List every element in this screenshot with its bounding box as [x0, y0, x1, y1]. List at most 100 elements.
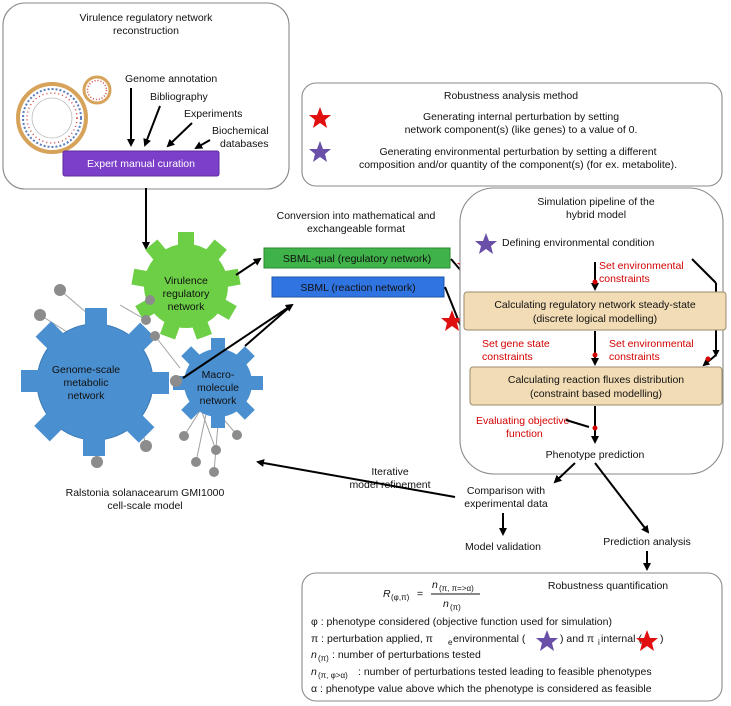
macro-label-1: Macro-: [202, 369, 235, 381]
line-pi: π : perturbation applied, π e environmen…: [311, 630, 664, 651]
comparison-1: Comparison with: [467, 485, 545, 497]
line-pi-c: ) and π: [560, 633, 594, 645]
model-caption-1: Ralstonia solanacearum GMI1000: [66, 487, 225, 499]
set-env-top-2: constraints: [599, 273, 650, 285]
robustness-formula: R (φ,π) = n (π, π=>α) n (π): [383, 579, 480, 612]
genome-scale-label-2: metabolic: [64, 377, 109, 389]
flux-step-2: (constraint based modelling): [530, 388, 662, 400]
macro-label-2: molecule: [197, 382, 239, 394]
pipeline-title-2: hybrid model: [566, 209, 626, 221]
comparison-2: experimental data: [464, 498, 548, 510]
genome-scale-label-3: network: [68, 390, 106, 402]
phenotype-prediction-label: Phenotype prediction: [546, 449, 645, 461]
formula-num: n: [432, 579, 438, 591]
reconstruction-title-2: reconstruction: [113, 25, 179, 37]
purple-star-icon-formula: [536, 630, 558, 651]
flux-step-1: Calculating reaction fluxes distribution: [508, 374, 684, 386]
reconstruction-title-1: Virulence regulatory network: [80, 12, 214, 24]
line-n-feas-sym: n: [311, 666, 317, 678]
formula-num-sub: (π, π=>α): [439, 584, 474, 593]
formula-lhs-sub: (φ,π): [391, 593, 410, 602]
line-pi-e-sub: e: [448, 638, 453, 647]
purple-star-icon: [309, 141, 331, 162]
defining-env-label: Defining environmental condition: [502, 237, 655, 249]
internal-perturbation-2: network component(s) (like genes) to a v…: [405, 124, 638, 136]
formula-lhs: R: [383, 588, 391, 600]
pipeline-panel: [459, 187, 724, 475]
line-n-pi-text: : number of perturbations tested: [332, 649, 481, 661]
set-env-mid-2: constraints: [609, 351, 660, 363]
network-node-balls: [34, 284, 242, 477]
arrow-bibliography: [143, 105, 161, 147]
curation-box: [62, 150, 220, 177]
quantification-title: Robustness quantification: [548, 580, 668, 592]
arrow-eval: [565, 419, 590, 428]
pipeline-title-1: Simulation pipeline of the: [537, 196, 654, 208]
genome-circle-icon: [16, 82, 88, 154]
line-n-feasible: n (π, φ>α) : number of perturbations tes…: [311, 666, 652, 680]
curation-label: Expert manual curation: [87, 158, 195, 170]
env-perturbation-2: composition and/or quantity of the compo…: [359, 159, 677, 171]
arrow-experiments: [166, 122, 193, 148]
regulatory-step-2: (discrete logical modelling): [533, 313, 657, 325]
robustness-method-title: Robustness analysis method: [444, 90, 578, 102]
set-env-top-1: Set environmental: [599, 260, 684, 272]
eval-objective-1: Evaluating objective: [476, 415, 570, 427]
purple-star-icon-pipeline: [475, 233, 497, 254]
sbml-box: [271, 276, 445, 298]
set-gene-1: Set gene state: [482, 338, 550, 350]
arrow-biochemical: [194, 139, 211, 149]
arrow-genome-to-sbml: [244, 304, 293, 347]
bibliography-label: Bibliography: [150, 91, 209, 103]
robustness-method-panel: [301, 82, 723, 187]
internal-perturbation-1: Generating internal perturbation by sett…: [423, 111, 619, 123]
env-perturbation-1: Generating environmental perturbation by…: [379, 146, 656, 158]
arrow-virulence-to-sbmlqual: [235, 257, 262, 276]
prediction-analysis-label: Prediction analysis: [603, 536, 691, 548]
experiments-label: Experiments: [184, 108, 242, 120]
line-phi: φ : phenotype considered (objective func…: [311, 616, 612, 628]
sbml-qual-box: [263, 247, 451, 269]
line-n-feas-sub: (π, φ>α): [318, 671, 348, 680]
line-pi-d: internal (: [601, 633, 642, 645]
model-validation-label: Model validation: [465, 541, 541, 553]
iterative-1: Iterative: [371, 466, 409, 478]
arrow-phenotype-to-comparison: [553, 462, 576, 484]
line-pi-b: environmental (: [453, 633, 526, 645]
eval-objective-2: function: [506, 428, 543, 440]
sbml-qual-label: SBML-qual (regulatory network): [283, 253, 431, 265]
biochemical-label-2: databases: [220, 138, 268, 150]
virulence-label-2: regulatory: [163, 288, 210, 300]
virulence-label-1: Virulence: [164, 275, 208, 287]
line-pi-a: π : perturbation applied, π: [311, 633, 433, 645]
line-n-pi-sub: (π): [318, 654, 329, 663]
flux-step-box: [469, 366, 723, 406]
arrow-iterative-refinement: [256, 459, 456, 498]
line-alpha: α : phenotype value above which the phen…: [311, 683, 652, 695]
plasmid-circle-icon: [82, 75, 112, 105]
genome-scale-label-1: Genome-scale: [52, 364, 120, 376]
biochemical-label-1: Biochemical: [212, 125, 269, 137]
conversion-title-1: Conversion into mathematical and: [277, 210, 436, 222]
set-env-mid-1: Set environmental: [609, 338, 694, 350]
red-star-icon-reaction: [441, 310, 463, 331]
formula-den: n: [443, 598, 449, 610]
macro-label-3: network: [200, 395, 238, 407]
model-caption-2: cell-scale model: [107, 500, 182, 512]
arrow-phenotype-to-prediction: [594, 462, 650, 534]
conversion-title-2: exchangeable format: [307, 223, 405, 235]
line-pi-i-sub: i: [598, 638, 600, 647]
genome-annotation-label: Genome annotation: [125, 73, 217, 85]
line-n-pi-sym: n: [311, 649, 317, 661]
red-star-icon-formula: [636, 630, 658, 651]
line-n-pi: n (π) : number of perturbations tested: [311, 649, 481, 663]
red-star-icon: [309, 107, 331, 128]
regulatory-step-1: Calculating regulatory network steady-st…: [494, 299, 696, 311]
virulence-label-3: network: [168, 301, 206, 313]
arrow-macro-to-sbml: [182, 303, 294, 379]
sbml-label: SBML (reaction network): [300, 282, 415, 294]
regulatory-step-box: [463, 291, 727, 331]
formula-den-sub: (π): [450, 603, 461, 612]
quantification-panel: [301, 572, 723, 702]
